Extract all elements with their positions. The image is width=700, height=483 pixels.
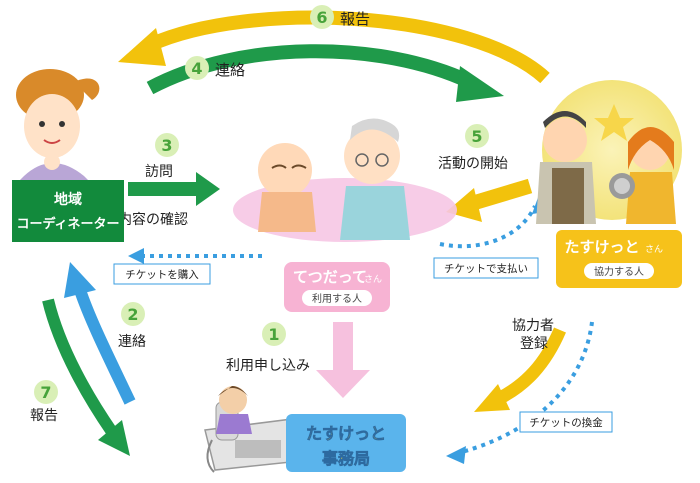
svg-text:3: 3 [161, 136, 172, 155]
svg-text:チケットで支払い: チケットで支払い [444, 262, 528, 275]
ticket-exchange-label: チケットの換金 [519, 411, 613, 433]
svg-text:さん: さん [364, 274, 382, 285]
svg-text:コーディネーター: コーディネーター [16, 216, 119, 232]
step-3-number: 3 [155, 133, 179, 157]
step-4-label: 連絡 [215, 61, 245, 79]
svg-text:たすけっと: たすけっと [306, 424, 386, 443]
svg-text:4: 4 [191, 59, 202, 78]
helper-register-line2: 登録 [520, 336, 548, 352]
ticket-buy-arrow [128, 248, 262, 264]
coordinator-box: 地域 コーディネーター [12, 180, 124, 242]
report-arrow-left [42, 298, 130, 456]
svg-text:さん: さん [645, 244, 663, 255]
step-5-number: 5 [465, 124, 489, 148]
coordinator-illustration [16, 69, 100, 182]
office-illustration [204, 386, 311, 473]
ticket-pay-label: チケットで支払い [433, 257, 539, 279]
svg-text:地域: 地域 [54, 191, 82, 208]
ticket-buy-label: チケットを購入 [113, 263, 211, 285]
step-7-number: 7 [34, 380, 58, 404]
svg-text:2: 2 [127, 305, 138, 324]
svg-text:チケットの換金: チケットの換金 [529, 416, 603, 429]
visit-arrow [128, 172, 220, 206]
svg-text:利用する人: 利用する人 [312, 293, 362, 305]
step-2-label: 連絡 [118, 334, 146, 350]
svg-text:たすけっと: たすけっと [564, 238, 639, 256]
svg-text:1: 1 [268, 325, 279, 344]
activity-start-arrow [446, 178, 533, 222]
helper-illustration [536, 80, 682, 224]
apply-arrow [316, 322, 370, 398]
step-1-label: 利用申し込み [226, 358, 310, 374]
step-3-sublabel: 内容の確認 [118, 211, 188, 228]
svg-text:事務局: 事務局 [322, 449, 370, 468]
user-illustration [233, 118, 457, 242]
ticket-exchange-arrow [446, 321, 594, 464]
svg-text:7: 7 [40, 383, 51, 402]
svg-text:6: 6 [316, 8, 327, 27]
user-box: てつだって さん 利用する人 [284, 262, 390, 312]
step-3-label: 訪問 [145, 164, 173, 180]
step-2-number: 2 [121, 302, 145, 326]
svg-text:てつだって: てつだって [293, 268, 367, 286]
report-arrow-top [118, 10, 550, 84]
office-box: たすけっと 事務局 [286, 414, 406, 472]
step-7-label: 報告 [30, 408, 58, 424]
step-5-label: 活動の開始 [438, 156, 508, 172]
svg-text:協力する人: 協力する人 [594, 265, 644, 278]
svg-text:5: 5 [471, 127, 482, 146]
register-arrow [474, 327, 566, 412]
step-6-number: 6 [310, 5, 334, 29]
step-6-label: 報告 [340, 10, 370, 28]
helper-box: たすけっと さん 協力する人 [556, 230, 682, 288]
helper-register-line1: 協力者 [512, 318, 554, 334]
contact-arrow-left [64, 262, 136, 405]
helper-office-link [450, 140, 508, 360]
step-1-number: 1 [262, 322, 286, 346]
svg-text:チケットを購入: チケットを購入 [125, 268, 199, 281]
step-4-number: 4 [185, 56, 209, 80]
